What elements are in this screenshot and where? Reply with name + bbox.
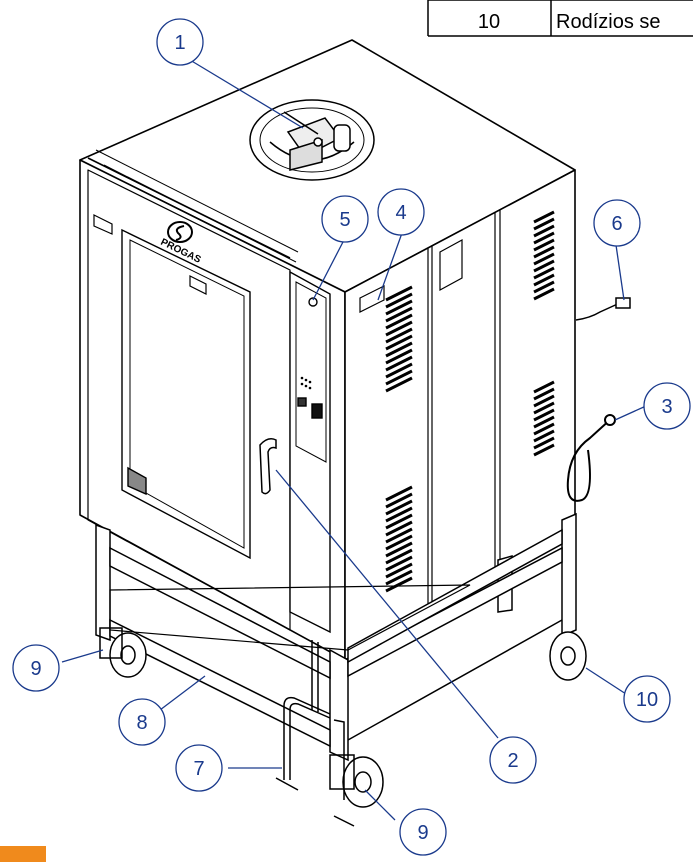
vent-slot xyxy=(533,401,555,415)
vent-slot xyxy=(385,555,413,572)
vent-slot xyxy=(385,299,413,316)
callout-3: 3 xyxy=(643,382,691,430)
vent-slot xyxy=(533,394,555,408)
vent-slot xyxy=(385,506,413,523)
stand-frame xyxy=(95,512,577,762)
callout-6-label: 6 xyxy=(611,213,622,235)
vent-slot xyxy=(533,238,555,252)
caster-front-left xyxy=(99,627,147,678)
parts-table: 10 Rodízios se xyxy=(427,0,693,37)
vent-slot xyxy=(533,387,555,401)
callout-9-left: 9 xyxy=(12,644,60,692)
vent-slot xyxy=(533,408,555,422)
accent-bar xyxy=(0,846,46,862)
parts-table-description: Rodízios se xyxy=(556,11,661,33)
caster-front-right xyxy=(329,754,384,808)
vent-slot xyxy=(385,534,413,551)
vent-slot xyxy=(385,320,413,337)
vent-slot xyxy=(385,355,413,372)
vent-slot xyxy=(533,429,555,443)
vent-slot xyxy=(533,436,555,450)
parts-table-number: 10 xyxy=(478,11,500,33)
drain-pipes xyxy=(275,640,355,827)
vent-slot xyxy=(385,527,413,544)
callout-4: 4 xyxy=(377,188,425,236)
vent-slot xyxy=(385,306,413,323)
callout-9-left-label: 9 xyxy=(30,658,41,680)
vent-slots xyxy=(385,210,555,593)
vent-slot xyxy=(533,245,555,259)
vent-slot xyxy=(385,341,413,358)
vent-slot xyxy=(533,422,555,436)
door-badge xyxy=(189,275,207,295)
vent-slot xyxy=(533,252,555,266)
callout-10: 10 xyxy=(623,675,671,723)
vent-slot xyxy=(385,313,413,330)
vent-slot xyxy=(385,576,413,593)
vent-slot xyxy=(533,287,555,301)
callout-3-label: 3 xyxy=(661,396,672,418)
vent-slot xyxy=(385,569,413,586)
vent-slot xyxy=(533,280,555,294)
front-badge xyxy=(93,214,113,235)
chimney-outlet xyxy=(249,99,375,181)
vent-slot xyxy=(533,259,555,273)
vent-slot xyxy=(533,380,555,394)
vent-slot xyxy=(533,273,555,287)
vent-slot xyxy=(533,415,555,429)
vent-slot xyxy=(385,541,413,558)
vent-slot xyxy=(533,210,555,224)
vent-slot xyxy=(385,376,413,393)
vent-slot xyxy=(533,266,555,280)
callout-7-label: 7 xyxy=(193,758,204,780)
vent-slot xyxy=(533,224,555,238)
callout-8-label: 8 xyxy=(136,712,147,734)
callout-1-label: 1 xyxy=(174,32,185,54)
vent-slot xyxy=(385,492,413,509)
callout-5: 5 xyxy=(321,195,369,243)
callout-10-label: 10 xyxy=(636,689,658,711)
vent-slot xyxy=(385,285,413,302)
callout-9-right-label: 9 xyxy=(417,822,428,844)
vent-slot xyxy=(385,485,413,502)
callout-2: 2 xyxy=(489,736,537,784)
vent-slot xyxy=(385,520,413,537)
vent-slot xyxy=(533,217,555,231)
side-vent-panels xyxy=(359,210,501,612)
callout-7: 7 xyxy=(175,744,223,792)
callout-1: 1 xyxy=(156,18,204,66)
vent-slot xyxy=(385,562,413,579)
vent-slot xyxy=(385,334,413,351)
vent-slot xyxy=(533,443,555,457)
callout-2-label: 2 xyxy=(507,750,518,772)
callout-4-label: 4 xyxy=(395,202,406,224)
callout-9-right: 9 xyxy=(399,808,447,856)
power-cable xyxy=(575,297,631,321)
callout-8: 8 xyxy=(118,698,166,746)
door-handle xyxy=(259,438,277,495)
caster-back-right xyxy=(549,631,587,681)
leader-lines xyxy=(61,59,647,821)
door-window xyxy=(121,228,251,560)
vent-slot xyxy=(385,362,413,379)
vent-slot xyxy=(385,513,413,530)
vent-slot xyxy=(385,327,413,344)
vent-slot xyxy=(533,231,555,245)
vent-slot xyxy=(385,348,413,365)
vent-slot xyxy=(385,499,413,516)
vent-slot xyxy=(385,369,413,386)
callout-5-label: 5 xyxy=(339,209,350,231)
callout-6: 6 xyxy=(593,199,641,247)
vent-slot xyxy=(385,292,413,309)
vent-slot xyxy=(385,548,413,565)
control-panel xyxy=(289,270,331,634)
